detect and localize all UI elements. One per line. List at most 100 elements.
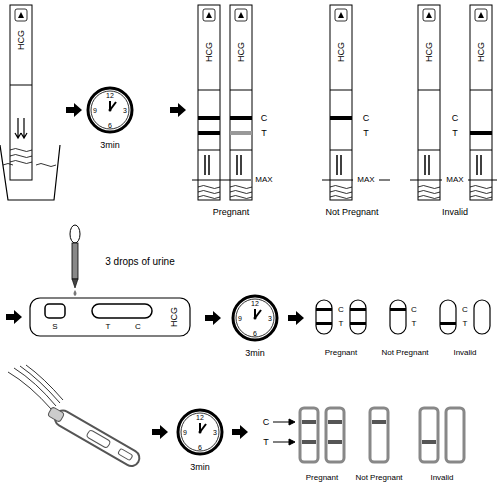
illustration — [205, 311, 221, 325]
line-label: C — [135, 323, 141, 331]
line-label: T — [261, 129, 267, 138]
dip-strip — [10, 5, 32, 180]
illustration — [198, 5, 220, 200]
max-line — [468, 180, 497, 181]
max-line — [379, 180, 390, 181]
dropper — [74, 290, 77, 296]
line-label: C — [338, 306, 344, 314]
result-band — [230, 131, 252, 135]
result-band — [328, 440, 342, 444]
line-label: T — [106, 323, 111, 331]
max-label: MAX — [446, 176, 463, 184]
result-band — [350, 322, 366, 325]
result-band — [302, 420, 316, 424]
line-label: T — [452, 129, 458, 138]
cassette-brand: HCG — [170, 307, 179, 327]
illustration — [88, 88, 132, 132]
illustration — [230, 5, 252, 200]
result-band — [302, 420, 436, 444]
result-band — [470, 131, 492, 135]
illustration — [178, 410, 222, 454]
pointer-arrow — [289, 419, 295, 425]
dip-strip — [15, 9, 27, 21]
strip-brand: HCG — [17, 30, 26, 50]
time-label: 3min — [245, 349, 265, 358]
clock-digit: 9 — [183, 429, 187, 436]
illustration — [3, 164, 56, 167]
strip-brand: HCG — [205, 42, 214, 62]
clock-digit: 6 — [253, 330, 257, 337]
urine-cup — [0, 145, 60, 200]
clock-digit: 12 — [196, 414, 204, 421]
illustration — [330, 5, 352, 200]
result-label: Not Pregnant — [355, 474, 402, 482]
pointer-arrow — [273, 442, 290, 443]
result-band — [422, 440, 436, 444]
result-label: Not Pregnant — [325, 208, 378, 217]
result-label: Invalid — [430, 474, 453, 482]
midstream-pen — [86, 430, 111, 449]
result-band — [328, 420, 342, 424]
illustration — [66, 103, 82, 117]
max-line — [410, 180, 442, 181]
result-window — [300, 408, 318, 462]
urine-stream — [8, 365, 63, 410]
result-label: Pregnant — [306, 474, 338, 482]
midstream-pen — [46, 404, 142, 469]
result-window — [446, 408, 464, 462]
result-band — [372, 420, 386, 424]
clock-digit: 6 — [108, 122, 112, 129]
dip-strip — [18, 12, 24, 18]
strip-brand: HCG — [237, 42, 246, 62]
clock-digit: 12 — [106, 92, 114, 99]
result-band — [316, 308, 456, 325]
dropper — [70, 225, 80, 243]
line-label: T — [339, 320, 344, 328]
pointer-arrow — [289, 439, 295, 445]
urine-stream — [8, 372, 52, 410]
result-window — [420, 408, 438, 462]
illustration — [6, 310, 22, 324]
clock-digit: 3 — [213, 429, 217, 436]
result-window — [440, 300, 456, 334]
result-band — [316, 322, 332, 325]
midstream-pen — [52, 408, 142, 469]
dip-strip — [10, 5, 32, 180]
result-band — [316, 308, 332, 311]
line-label: C — [261, 114, 268, 123]
midstream-pen — [47, 407, 64, 423]
test-cassette — [92, 304, 152, 318]
result-band — [302, 440, 316, 444]
test-cassette — [45, 304, 65, 318]
line-label: T — [412, 320, 417, 328]
dropper — [72, 243, 78, 279]
line-label: C — [363, 114, 370, 123]
urine-stream — [26, 365, 63, 400]
max-label: MAX — [357, 176, 374, 184]
pointer-arrow — [273, 422, 290, 423]
result-label: Not Pregnant — [381, 349, 428, 357]
strip-brand: HCG — [337, 42, 346, 62]
illustration — [152, 425, 168, 439]
illustration — [232, 425, 248, 439]
result-window — [316, 300, 332, 334]
result-window — [300, 408, 464, 462]
result-band — [390, 308, 406, 311]
result-band — [198, 116, 220, 120]
result-band — [230, 116, 252, 120]
max-line — [192, 180, 251, 181]
urine-stream — [14, 368, 56, 406]
dropper — [72, 279, 78, 288]
urine-stream — [20, 366, 60, 403]
clock-digit: 3 — [123, 107, 127, 114]
midstream-pen — [118, 448, 133, 460]
clock-digit: 9 — [238, 315, 242, 322]
result-label: Invalid — [442, 208, 468, 217]
illustration — [170, 103, 186, 117]
clock-digit: 9 — [93, 107, 97, 114]
illustration — [470, 5, 492, 200]
max-line — [322, 180, 353, 181]
strip-brand: HCG — [477, 42, 486, 62]
max-label: MAX — [255, 176, 272, 184]
